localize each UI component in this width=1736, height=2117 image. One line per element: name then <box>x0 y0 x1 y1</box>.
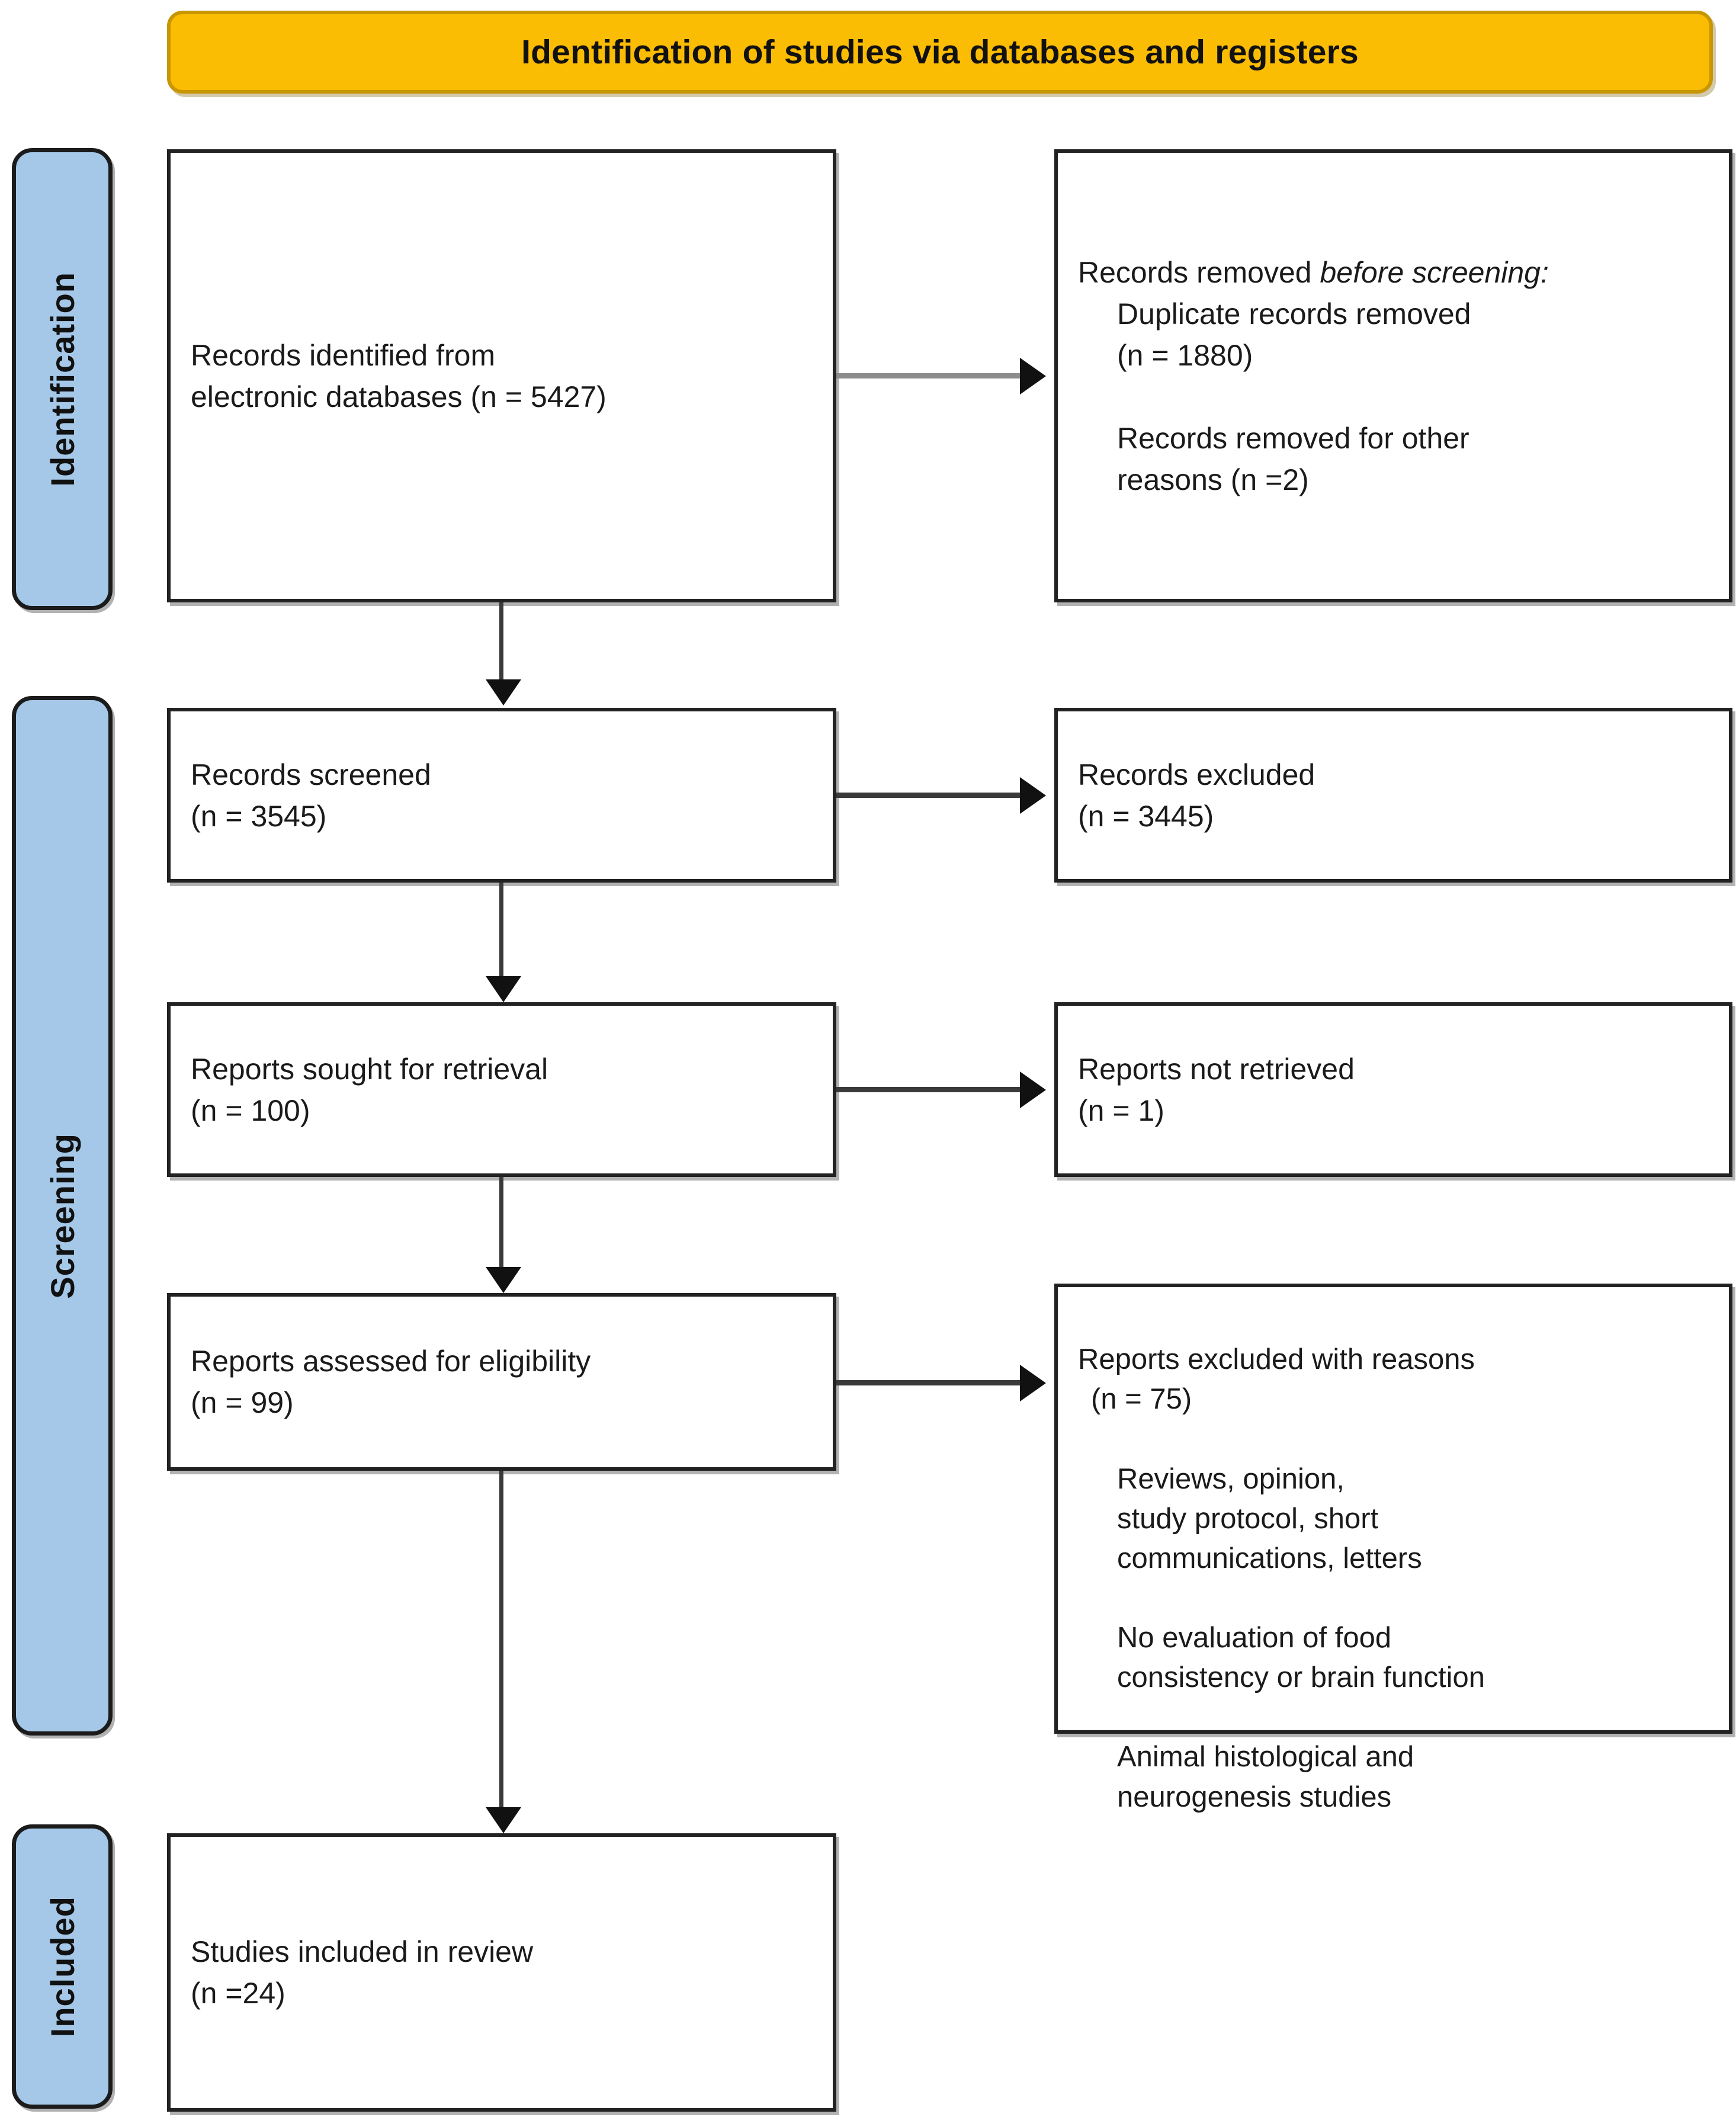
connector-assessed-to-included-arrowhead-icon <box>486 1807 521 1833</box>
diagram-title-banner: Identification of studies via databases … <box>167 11 1713 94</box>
box-reports-not-retrieved: Reports not retrieved (n = 1) <box>1054 1002 1732 1177</box>
box-studies-included-in-review: Studies included in review (n =24) <box>167 1833 836 2112</box>
connector-sought-to-assessed-line <box>499 1177 503 1267</box>
stage-label-screening: Screening <box>12 696 113 1736</box>
box-records-removed-text: Records removed before screening: Duplic… <box>1078 210 1549 542</box>
connector-screened-to-sought-arrowhead-icon <box>486 976 521 1002</box>
reports-excluded-header: Reports excluded with reasons <box>1078 1343 1475 1376</box>
connector-screened-to-excluded-arrowhead-icon <box>1020 777 1046 814</box>
connector-sought-to-assessed-arrowhead-icon <box>486 1267 521 1293</box>
records-removed-item-duplicate: Duplicate records removed (n = 1880) <box>1117 297 1471 372</box>
connector-screened-to-excluded-line <box>836 793 1020 798</box>
box-studies-included-text: Studies included in review (n =24) <box>191 1935 534 2010</box>
connector-identified-to-screened-line <box>499 602 503 679</box>
connector-identified-to-removed-line <box>836 373 1020 379</box>
stage-identification-text: Identification <box>43 271 81 487</box>
reports-excluded-reason-2: No evaluation of food consistency or bra… <box>1117 1622 1485 1694</box>
records-removed-item-other: Records removed for other reasons (n =2) <box>1117 421 1469 496</box>
box-reports-sought-for-retrieval: Reports sought for retrieval (n = 100) <box>167 1002 836 1177</box>
reports-excluded-reason-3: Animal histological and neurogenesis stu… <box>1117 1741 1414 1813</box>
reports-excluded-count: (n = 75) <box>1091 1383 1192 1416</box>
connector-identified-to-removed-arrowhead-icon <box>1020 358 1046 394</box>
stage-included-text: Included <box>43 1895 81 2038</box>
box-records-excluded: Records excluded (n = 3445) <box>1054 708 1732 883</box>
box-reports-excluded-with-reasons: Reports excluded with reasons (n = 75) R… <box>1054 1284 1732 1813</box>
box-reports-assessed-text: Reports assessed for eligibility (n = 99… <box>191 1345 591 1419</box>
diagram-title-text: Identification of studies via databases … <box>521 33 1359 71</box>
connector-screened-to-sought-line <box>499 883 503 976</box>
stage-label-identification: Identification <box>12 148 113 610</box>
box-reports-not-retrieved-text: Reports not retrieved (n = 1) <box>1078 1052 1355 1127</box>
stage-label-included: Included <box>12 1824 113 2109</box>
box-records-identified-text: Records identified from electronic datab… <box>191 338 607 413</box>
box-reports-sought-text: Reports sought for retrieval (n = 100) <box>191 1052 548 1127</box>
stage-screening-text: Screening <box>43 1133 81 1299</box>
connector-assessed-to-reasons-arrowhead-icon <box>1020 1365 1046 1401</box>
box-records-removed-before-screening: Records removed before screening: Duplic… <box>1054 149 1732 602</box>
box-reports-assessed-for-eligibility: Reports assessed for eligibility (n = 99… <box>167 1293 836 1471</box>
box-records-screened: Records screened (n = 3545) <box>167 708 836 883</box>
connector-sought-to-notretrieved-line <box>836 1087 1020 1092</box>
reports-excluded-reason-1: Reviews, opinion, study protocol, short … <box>1117 1462 1422 1574</box>
records-removed-italic: before screening: <box>1320 255 1549 289</box>
box-records-identified: Records identified from electronic datab… <box>167 149 836 602</box>
connector-assessed-to-included-line <box>499 1471 503 1807</box>
connector-identified-to-screened-arrowhead-icon <box>486 679 521 705</box>
box-records-screened-text: Records screened (n = 3545) <box>191 758 431 833</box>
connector-assessed-to-reasons-line <box>836 1380 1020 1385</box>
box-records-excluded-text: Records excluded (n = 3445) <box>1078 758 1315 833</box>
records-removed-lead: Records removed <box>1078 255 1320 289</box>
connector-sought-to-notretrieved-arrowhead-icon <box>1020 1072 1046 1108</box>
box-reports-excluded-reasons-text: Reports excluded with reasons (n = 75) R… <box>1078 1300 1485 1857</box>
